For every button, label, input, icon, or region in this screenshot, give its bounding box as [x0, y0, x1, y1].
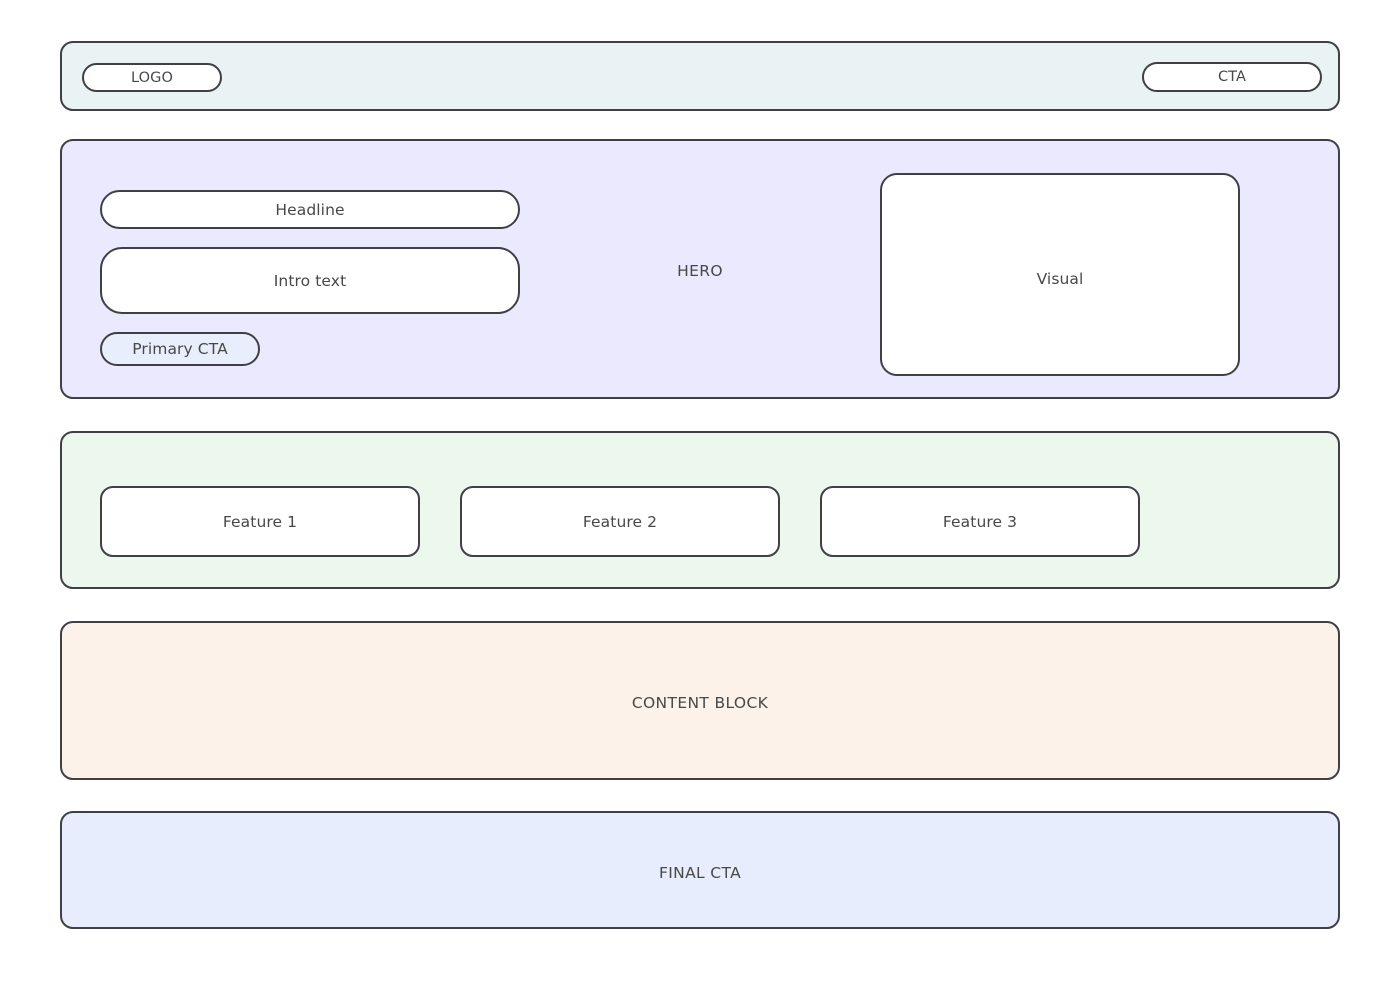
- hero-headline-placeholder: Headline: [100, 190, 520, 229]
- final-cta-label: FINAL CTA: [658, 864, 742, 882]
- hero-headline-label: Headline: [275, 200, 345, 219]
- feature-card-3-label: Feature 3: [942, 512, 1018, 531]
- header-section: LOGO CTA: [60, 41, 1340, 111]
- feature-card-2[interactable]: Feature 2: [460, 486, 780, 557]
- hero-visual-label: Visual: [1036, 270, 1084, 288]
- feature-card-2-label: Feature 2: [582, 512, 658, 531]
- logo-placeholder[interactable]: LOGO: [82, 63, 222, 92]
- header-cta-button[interactable]: CTA: [1142, 62, 1322, 92]
- content-block-label: CONTENT BLOCK: [631, 694, 769, 712]
- header-cta-label: CTA: [1217, 69, 1247, 85]
- logo-label: LOGO: [130, 69, 174, 86]
- final-cta-section[interactable]: FINAL CTA: [60, 811, 1340, 929]
- hero-primary-cta-button[interactable]: Primary CTA: [100, 332, 260, 366]
- feature-card-1[interactable]: Feature 1: [100, 486, 420, 557]
- hero-section: Headline Intro text Primary CTA HERO Vis…: [60, 139, 1340, 399]
- features-section: Feature 1 Feature 2 Feature 3: [60, 431, 1340, 589]
- hero-intro-label: Intro text: [273, 271, 347, 290]
- content-block-section: CONTENT BLOCK: [60, 621, 1340, 780]
- hero-intro-placeholder: Intro text: [100, 247, 520, 314]
- feature-card-1-label: Feature 1: [222, 512, 298, 531]
- feature-card-3[interactable]: Feature 3: [820, 486, 1140, 557]
- hero-visual-placeholder: Visual: [880, 173, 1240, 376]
- hero-primary-cta-label: Primary CTA: [132, 340, 228, 358]
